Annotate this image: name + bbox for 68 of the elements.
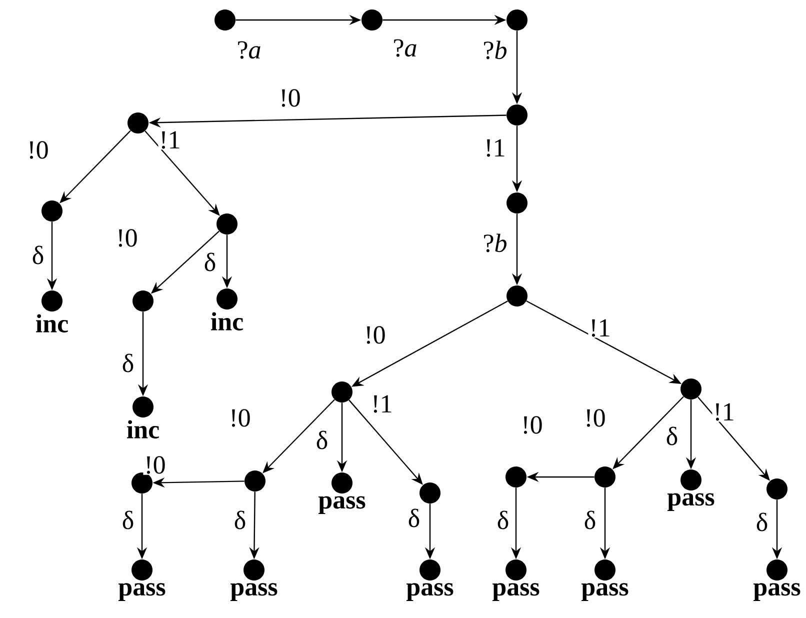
edge-label: !1 [158, 130, 182, 150]
edge-label: ?a [392, 38, 418, 58]
outcome-label: pass [753, 583, 800, 601]
edge-label: !0 [26, 140, 50, 160]
edge-label: !0 [115, 228, 139, 248]
state-dot [680, 469, 702, 490]
outcome-label: pass [230, 583, 278, 601]
state-dot [128, 112, 148, 134]
edge-label: δ [120, 510, 136, 530]
state-dot [214, 10, 236, 30]
state-dot [594, 559, 616, 580]
state-dot [332, 381, 352, 402]
edge-label: ?a [236, 40, 262, 60]
edge-label: δ [232, 510, 248, 530]
edge-label: δ [202, 252, 218, 272]
edge-label: !1 [588, 318, 612, 338]
edge-label: δ [120, 352, 136, 374]
state-dot [420, 482, 440, 504]
edge-label: !1 [712, 402, 736, 422]
state-dot [594, 466, 616, 488]
state-dot [506, 10, 528, 30]
state-dot [332, 472, 352, 494]
state-dot [506, 559, 526, 580]
outcome-label: inc [210, 312, 243, 330]
state-dot [132, 559, 152, 580]
outcome-label: pass [318, 496, 366, 514]
outcome-label: inc [126, 420, 159, 438]
state-dot [42, 200, 62, 222]
state-dot [216, 288, 238, 310]
state-dot [766, 559, 788, 580]
edge-label: !0 [363, 325, 387, 345]
edge-label: !1 [483, 138, 507, 158]
edge-label: !0 [520, 415, 544, 435]
edge-label: !0 [278, 88, 302, 108]
state-dot [506, 286, 528, 306]
edge-label: δ [582, 510, 598, 530]
state-dot [132, 472, 152, 494]
edge-label: !1 [370, 394, 394, 414]
state-dot [132, 396, 154, 418]
state-dot [680, 378, 702, 400]
state-dot [42, 290, 62, 312]
edge-label: δ [30, 244, 46, 266]
state-dot [216, 214, 238, 234]
edge-label: !0 [583, 408, 607, 428]
state-dot [420, 559, 440, 580]
edge-label: ?b [482, 40, 508, 60]
edge-label: δ [406, 508, 422, 528]
edge-label: !0 [228, 408, 252, 428]
state-dot [244, 559, 264, 580]
outcome-label: inc [36, 314, 68, 332]
outcome-label: pass [581, 583, 628, 601]
edge-label: δ [754, 512, 770, 532]
edge-label: ?b [482, 232, 508, 254]
state-dot [766, 478, 788, 500]
outcome-label: pass [118, 583, 166, 601]
edge-label: δ [314, 430, 330, 450]
state-dot [506, 192, 528, 214]
state-dot [506, 104, 528, 126]
edge-label: !0 [143, 455, 167, 475]
edge-label: δ [496, 510, 510, 530]
state-dot [132, 290, 154, 312]
outcome-label: pass [492, 583, 540, 601]
state-dot [244, 470, 266, 492]
state-dot [506, 466, 526, 488]
outcome-label: pass [406, 583, 454, 601]
edge-label: δ [664, 426, 680, 446]
outcome-label: pass [667, 493, 714, 511]
state-dot [362, 10, 382, 30]
